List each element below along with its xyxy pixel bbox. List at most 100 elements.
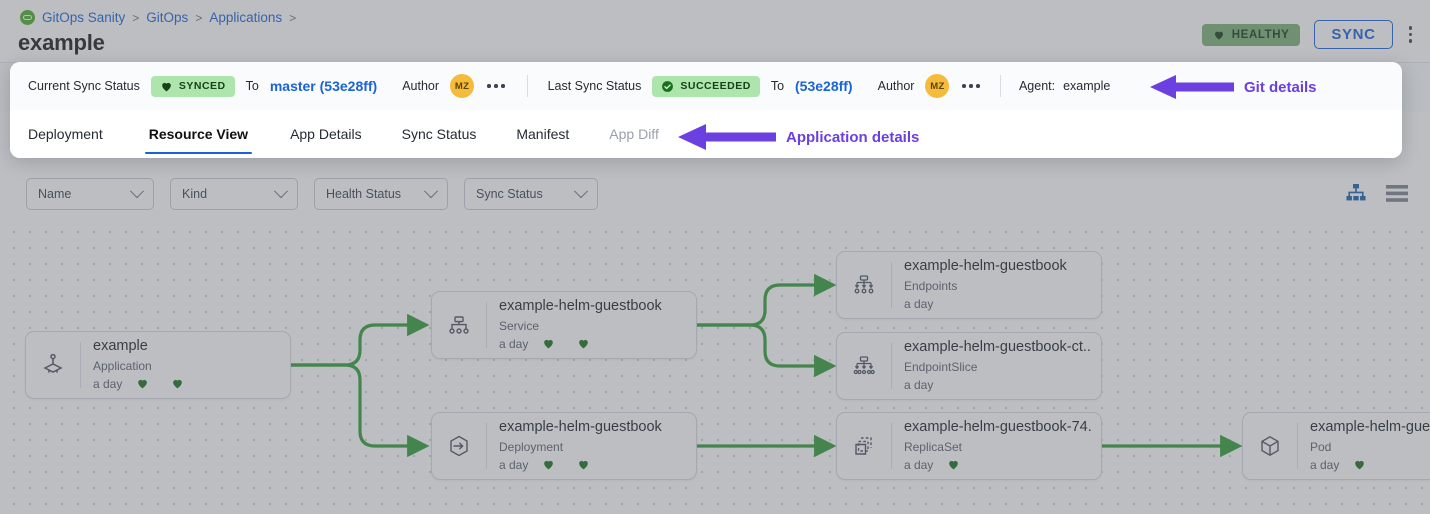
- node-age: a day: [499, 457, 529, 472]
- node-kind: Application: [93, 358, 152, 373]
- node-meta: a day: [1310, 456, 1430, 474]
- node-name: example-helm-guestbook: [499, 298, 662, 315]
- filter-kind-label: Kind: [182, 187, 208, 201]
- node-meta: a day: [904, 456, 1091, 474]
- breadcrumb-item-applications[interactable]: Applications: [209, 10, 283, 25]
- current-sync-status-chip[interactable]: SYNCED: [150, 75, 235, 97]
- node-kind: Deployment: [499, 439, 564, 454]
- header-actions: HEALTHY SYNC: [1201, 20, 1415, 49]
- node-meta: a day: [93, 375, 184, 393]
- endpoints-icon: [837, 271, 891, 299]
- kebab-vertical-icon[interactable]: [1407, 24, 1415, 45]
- sync-heart-icon: [579, 340, 589, 349]
- resource-node-service[interactable]: example-helm-guestbook Service a day: [431, 291, 697, 359]
- node-divider: [891, 262, 892, 308]
- resource-node-application[interactable]: example Application a day: [25, 331, 291, 399]
- node-kind: Service: [499, 318, 540, 333]
- breadcrumb-separator-icon: >: [195, 10, 203, 25]
- tab-deployment[interactable]: Deployment: [28, 126, 103, 142]
- tree-view-icon[interactable]: [1346, 184, 1366, 202]
- heart-icon: [1214, 31, 1223, 39]
- node-kind: ReplicaSet: [903, 439, 962, 454]
- last-revision-link[interactable]: (53e28ff): [795, 78, 853, 94]
- filter-dropdowns: Name Kind Health Status Sync Status: [26, 178, 598, 210]
- last-sync-status-label: Last Sync Status: [547, 79, 642, 93]
- filter-sync-status-label: Sync Status: [476, 187, 543, 201]
- sync-button[interactable]: SYNC: [1314, 20, 1393, 49]
- page-title: example: [18, 30, 105, 55]
- node-divider: [891, 423, 892, 469]
- view-mode-toggle: [1346, 184, 1408, 202]
- node-name: example-helm-guest: [1310, 419, 1430, 436]
- resource-tree-graph[interactable]: example Application a day exampl: [0, 218, 1430, 514]
- last-to-label: To: [770, 79, 785, 93]
- node-age: a day: [904, 296, 934, 311]
- section-divider: [526, 75, 528, 97]
- last-kebab-horizontal-icon[interactable]: [960, 80, 982, 92]
- endpointslice-icon: [837, 352, 891, 380]
- health-status-badge[interactable]: HEALTHY: [1201, 23, 1301, 46]
- node-info: example-helm-guestbook Deployment a day: [487, 410, 672, 482]
- node-meta: a day: [904, 295, 1067, 313]
- node-name: example-helm-guestbook-ct...: [903, 339, 1091, 356]
- filter-kind-dropdown[interactable]: Kind: [170, 178, 298, 210]
- tab-manifest[interactable]: Manifest: [516, 126, 570, 142]
- last-sync-status-text: SUCCEEDED: [680, 80, 751, 92]
- node-kind: EndpointSlice: [903, 359, 978, 374]
- node-age: a day: [93, 376, 123, 391]
- node-info: example-helm-guestbook-74... ReplicaSet …: [892, 410, 1101, 482]
- tab-app-details[interactable]: App Details: [290, 126, 362, 142]
- section-divider: [999, 75, 1001, 97]
- resource-node-deployment[interactable]: example-helm-guestbook Deployment a day: [431, 412, 697, 480]
- filter-health-status-dropdown[interactable]: Health Status: [314, 178, 448, 210]
- current-kebab-horizontal-icon[interactable]: [485, 80, 507, 92]
- current-author-label: Author: [402, 79, 440, 93]
- tab-sync-status[interactable]: Sync Status: [401, 126, 477, 142]
- resource-node-endpointslice[interactable]: example-helm-guestbook-ct... EndpointSli…: [836, 332, 1102, 400]
- graph-edges: [291, 273, 1243, 458]
- check-circle-icon: [662, 80, 674, 92]
- tabs-bar: Deployment Resource View App Details Syn…: [10, 110, 1402, 158]
- filter-health-status-label: Health Status: [326, 187, 402, 201]
- node-age: a day: [903, 457, 934, 472]
- filter-name-dropdown[interactable]: Name: [26, 178, 154, 210]
- node-info: example-helm-guestbook Service a day: [487, 289, 672, 361]
- node-name: example: [93, 338, 148, 355]
- gitops-logo-icon: [20, 10, 35, 25]
- agent-label: Agent:: [1018, 79, 1056, 93]
- node-name: example-helm-guestbook-74...: [903, 419, 1091, 436]
- current-sync-status-label: Current Sync Status: [28, 79, 140, 93]
- tab-app-diff: App Diff: [609, 126, 659, 142]
- sync-status-bar: Current Sync Status SYNCED To master (53…: [10, 62, 1402, 111]
- chevron-down-icon: [273, 184, 289, 199]
- resource-node-replicaset[interactable]: example-helm-guestbook-74... ReplicaSet …: [836, 412, 1102, 480]
- last-sync-status-chip[interactable]: SUCCEEDED: [652, 75, 760, 97]
- current-revision-link[interactable]: master (53e28ff): [269, 78, 378, 94]
- node-meta: a day: [499, 456, 662, 474]
- current-author-avatar[interactable]: MZ: [450, 74, 475, 98]
- application-icon: [26, 351, 80, 379]
- resource-node-endpoints[interactable]: example-helm-guestbook Endpoints a day: [836, 251, 1102, 319]
- health-heart-icon: [544, 340, 554, 349]
- last-author-avatar[interactable]: MZ: [925, 74, 950, 98]
- health-heart-icon: [949, 461, 959, 470]
- chevron-down-icon: [423, 184, 439, 199]
- node-info: example Application a day: [81, 329, 194, 401]
- node-age: a day: [1310, 457, 1340, 472]
- node-info: example-helm-guestbook Endpoints a day: [892, 249, 1077, 321]
- sync-heart-icon: [579, 461, 589, 470]
- node-age: a day: [499, 336, 529, 351]
- resource-node-pod[interactable]: example-helm-guest Pod a day: [1242, 412, 1430, 480]
- breadcrumb-item-gitops-sanity[interactable]: GitOps Sanity: [42, 10, 126, 25]
- node-divider: [486, 423, 487, 469]
- node-info: example-helm-guestbook-ct... EndpointSli…: [892, 330, 1101, 402]
- filter-sync-status-dropdown[interactable]: Sync Status: [464, 178, 598, 210]
- highlighted-details-panel: Current Sync Status SYNCED To master (53…: [10, 62, 1402, 158]
- page-header: GitOps Sanity > GitOps > Applications > …: [0, 0, 1430, 62]
- list-view-icon[interactable]: [1386, 184, 1408, 202]
- tab-resource-view[interactable]: Resource View: [144, 114, 253, 154]
- node-name: example-helm-guestbook: [499, 419, 662, 436]
- breadcrumb-item-gitops[interactable]: GitOps: [146, 10, 189, 25]
- current-sync-status-text: SYNCED: [178, 80, 226, 92]
- breadcrumb: GitOps Sanity > GitOps > Applications >: [20, 10, 296, 25]
